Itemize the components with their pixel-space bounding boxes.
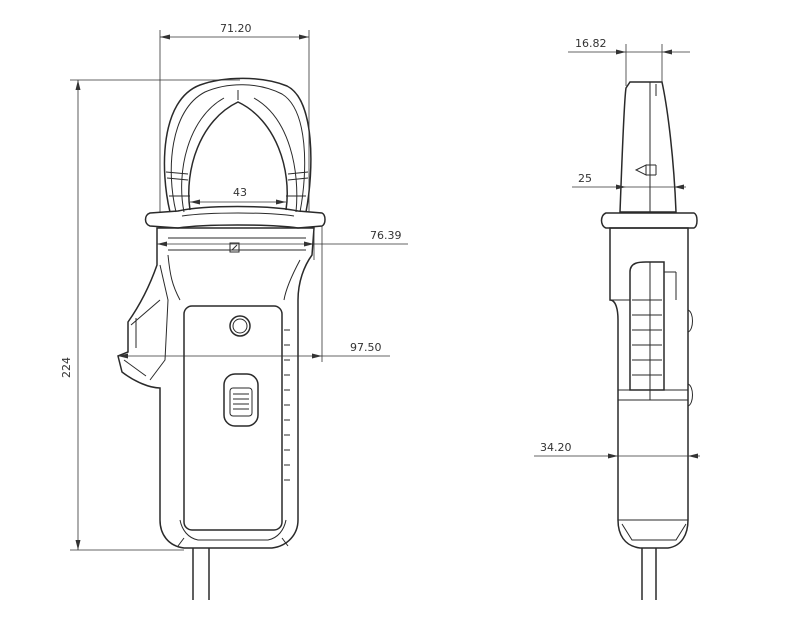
dim-width: 71.20	[159, 22, 310, 212]
dim-body-width: 97.50	[118, 226, 390, 362]
side-trigger	[629, 261, 665, 391]
side-jaw	[619, 81, 677, 213]
dim-width-label: 71.20	[220, 22, 252, 35]
front-view	[117, 77, 326, 600]
dim-height-label: 224	[60, 357, 73, 378]
dim-jaw-tip-label: 16.82	[575, 37, 607, 50]
range-switch[interactable]	[223, 373, 259, 427]
meter-body	[117, 227, 315, 549]
side-cable	[641, 548, 657, 600]
cable	[192, 548, 210, 600]
indicator-led	[229, 315, 251, 337]
grip-notches	[284, 329, 290, 481]
jaw-outer	[163, 77, 312, 213]
dim-jaw-opening: 43	[190, 186, 286, 205]
dim-jaw-tip: 16.82	[568, 37, 690, 86]
side-view	[600, 81, 698, 600]
jaw-inner	[188, 101, 288, 211]
dim-body-width-label: 97.50	[350, 341, 382, 354]
dim-jaw-mid-label: 25	[578, 172, 592, 185]
jaw-flange	[144, 205, 326, 229]
side-flange	[600, 212, 698, 229]
dim-body-depth: 34.20	[534, 441, 700, 459]
dim-body-depth-label: 34.20	[540, 441, 572, 454]
dim-jaw-mid: 25	[572, 172, 686, 190]
faceplate	[183, 305, 283, 531]
side-body	[609, 227, 689, 549]
dim-jaw-opening-label: 43	[233, 186, 247, 199]
dim-jaw-base: 76.39	[157, 228, 408, 260]
arrow-mark-icon	[229, 242, 240, 253]
dim-jaw-base-label: 76.39	[370, 229, 402, 242]
dim-height: 224	[60, 79, 240, 551]
